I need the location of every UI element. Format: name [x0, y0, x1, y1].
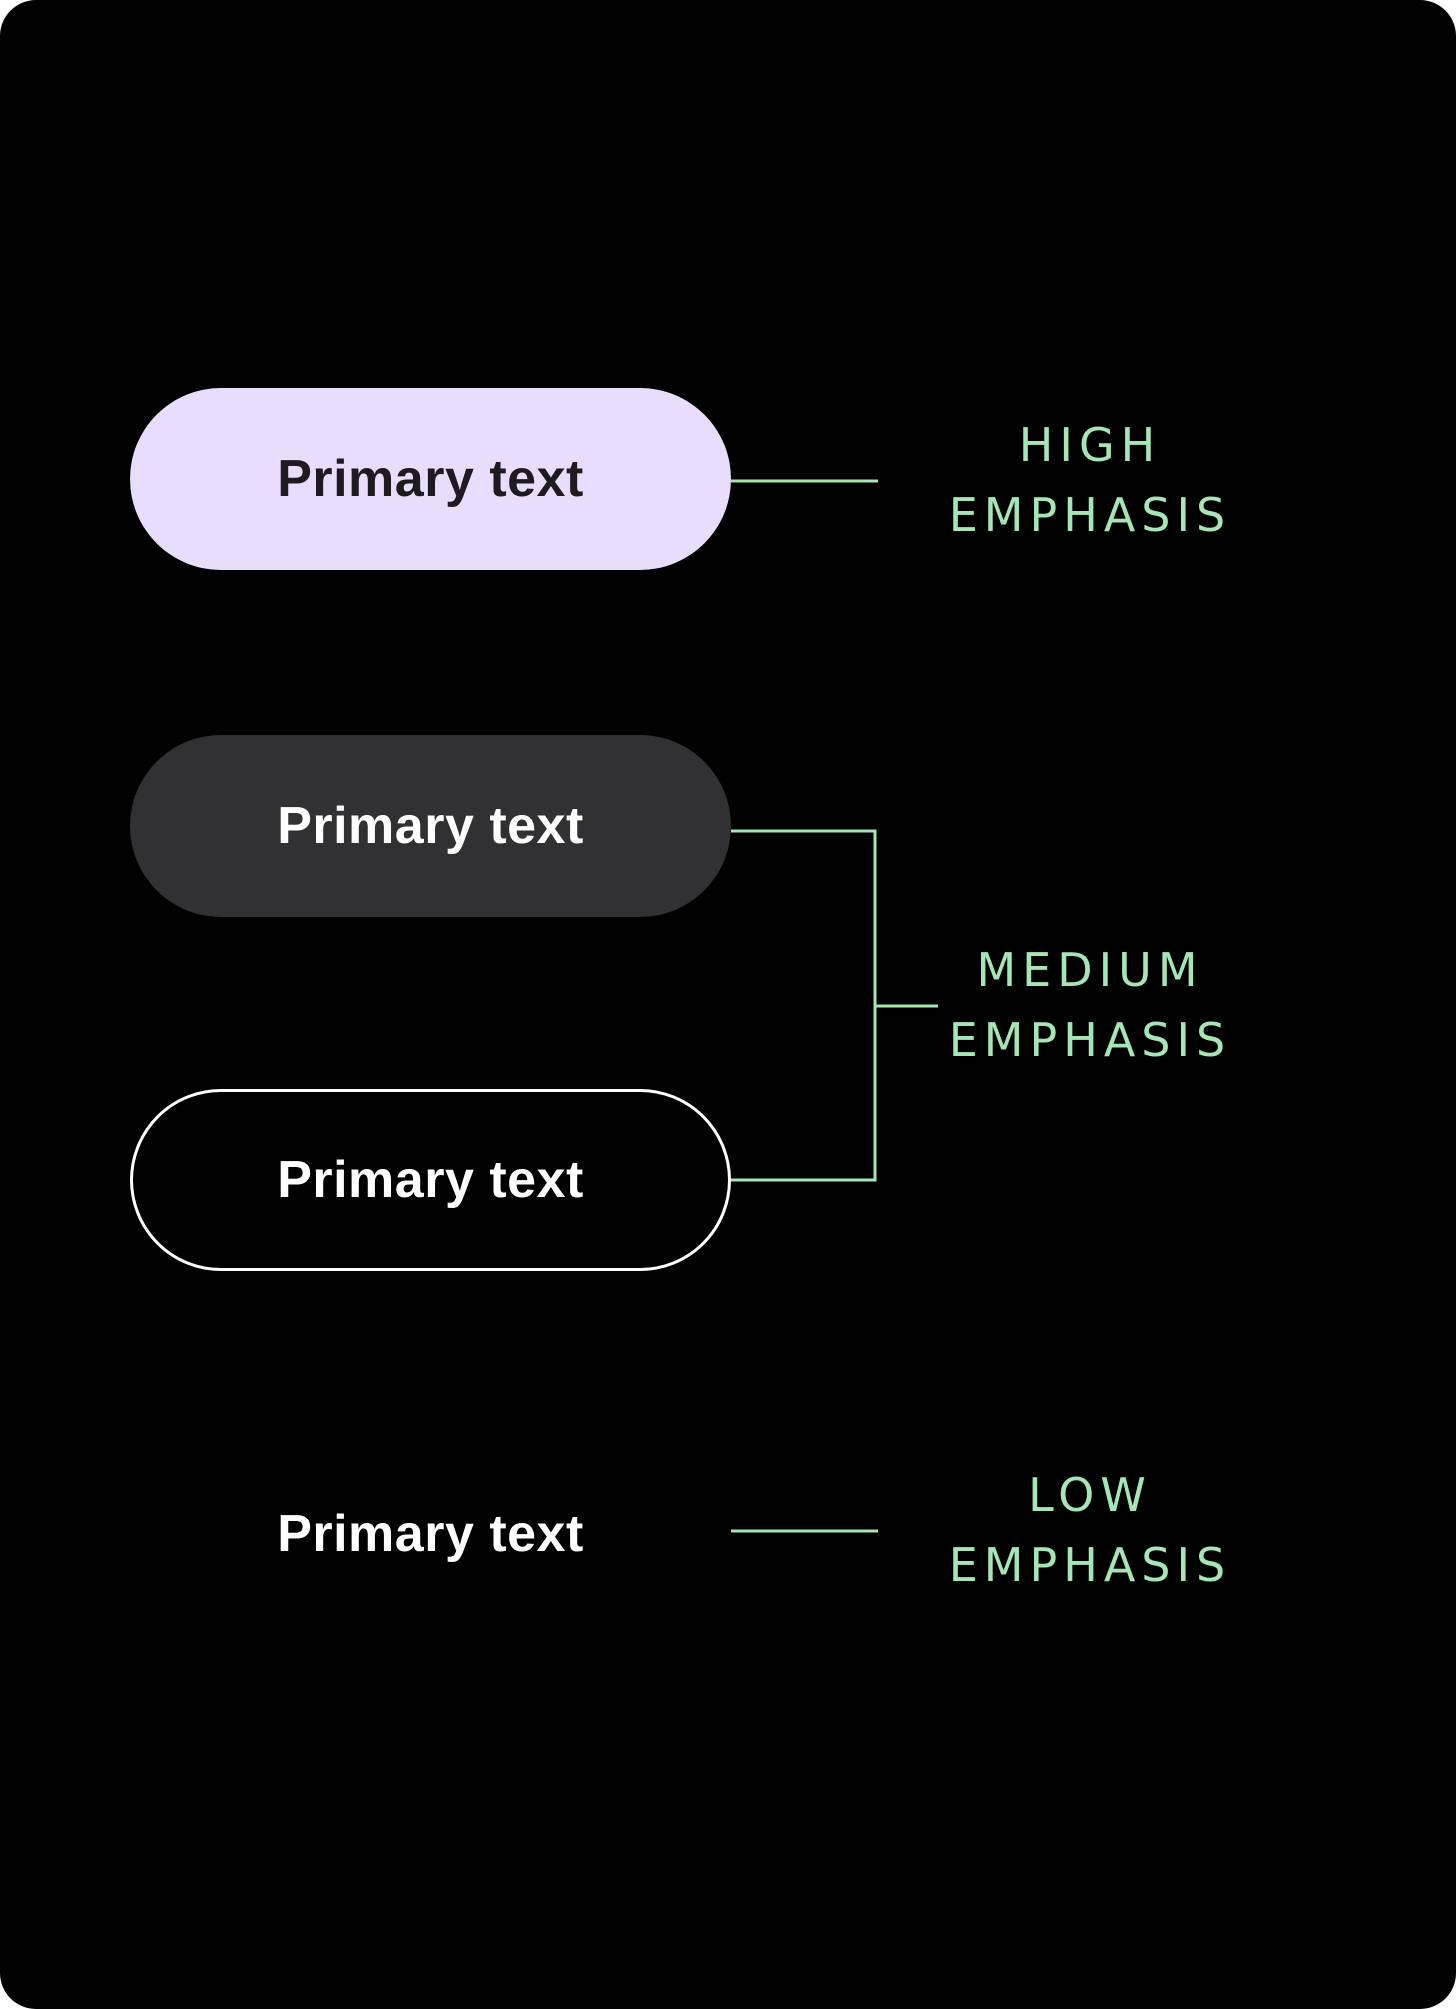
- high-emphasis-line1: HIGH: [1018, 418, 1162, 472]
- outlined-button[interactable]: Primary text: [130, 1089, 731, 1271]
- text-button-label: Primary text: [277, 1505, 584, 1563]
- filled-button-label: Primary text: [277, 450, 584, 508]
- tonal-button[interactable]: Primary text: [130, 735, 731, 917]
- high-emphasis-line2: EMPHASIS: [948, 488, 1232, 542]
- medium-emphasis-bracket: [731, 829, 877, 1182]
- medium-emphasis-line1: MEDIUM: [976, 943, 1204, 997]
- low-emphasis-line1: LOW: [1028, 1468, 1152, 1522]
- medium-emphasis-line2: EMPHASIS: [948, 1013, 1232, 1067]
- tonal-button-label: Primary text: [277, 797, 584, 855]
- text-button[interactable]: Primary text: [130, 1443, 731, 1625]
- medium-emphasis-label: MEDIUM EMPHASIS: [940, 935, 1240, 1075]
- outlined-button-label: Primary text: [277, 1151, 584, 1209]
- filled-button[interactable]: Primary text: [130, 388, 731, 570]
- low-emphasis-line2: EMPHASIS: [948, 1538, 1232, 1592]
- low-emphasis-label: LOW EMPHASIS: [940, 1460, 1240, 1600]
- high-emphasis-label: HIGH EMPHASIS: [940, 410, 1240, 550]
